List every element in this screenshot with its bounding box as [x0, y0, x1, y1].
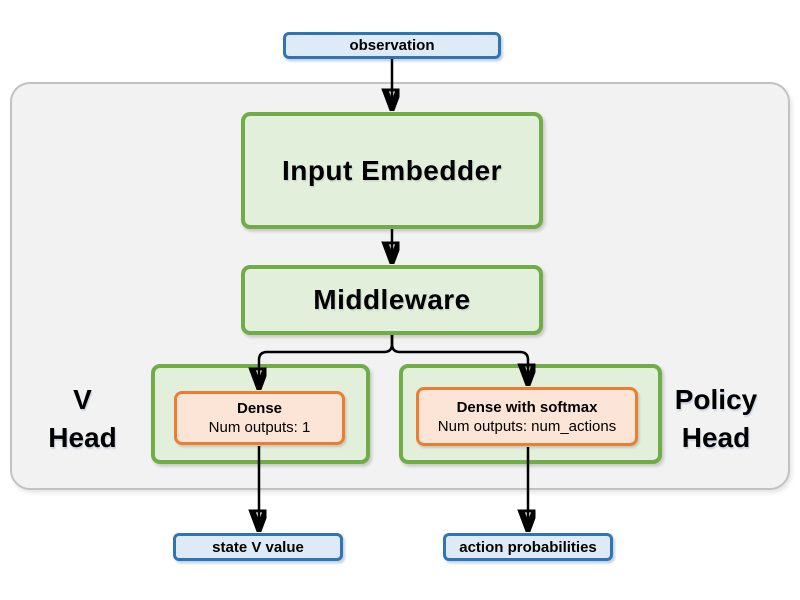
v-dense-title: Dense: [236, 400, 283, 417]
policy-dense-subtitle: Num outputs: num_actions: [437, 417, 617, 435]
policy-head-label-line2: Head: [681, 422, 751, 453]
policy-head-label: Policy Head: [660, 378, 772, 460]
v-head-label-line1: V: [73, 384, 92, 415]
node-action-probabilities: action probabilities: [443, 533, 613, 561]
node-observation: observation: [283, 32, 501, 59]
policy-dense-title: Dense with softmax: [456, 398, 598, 416]
node-middleware: Middleware: [241, 265, 543, 335]
observation-label: observation: [349, 37, 435, 54]
v-head-label: V Head: [30, 378, 135, 460]
v-head-label-line2: Head: [48, 422, 117, 453]
middleware-label: Middleware: [313, 284, 471, 315]
v-dense-subtitle: Num outputs: 1: [208, 419, 311, 436]
action-probabilities-label: action probabilities: [459, 538, 597, 556]
state-v-value-label: state V value: [212, 538, 304, 556]
node-v-dense: Dense Num outputs: 1: [174, 391, 345, 445]
node-policy-dense: Dense with softmax Num outputs: num_acti…: [416, 387, 638, 446]
input-embedder-label: Input Embedder: [281, 154, 503, 186]
policy-head-label-line1: Policy: [674, 384, 758, 415]
node-input-embedder: Input Embedder: [241, 112, 543, 229]
node-state-v-value: state V value: [173, 533, 343, 561]
